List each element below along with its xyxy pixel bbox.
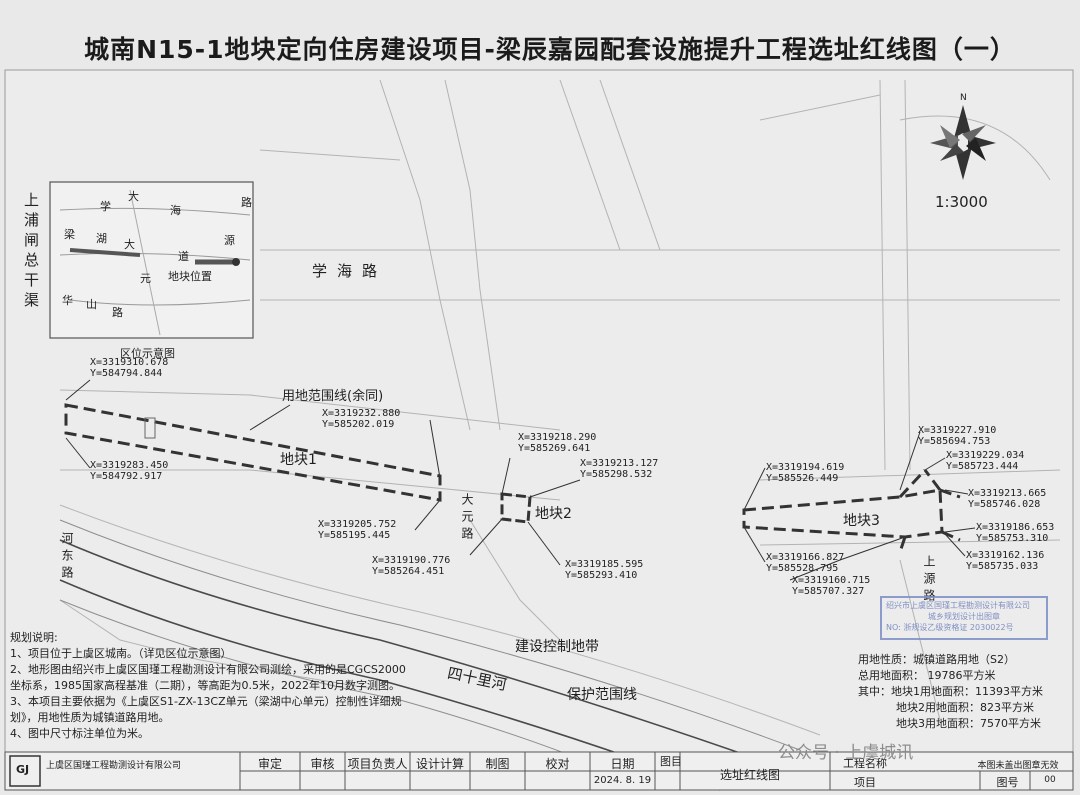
protection-line-label: 保护范围线 xyxy=(567,687,637,703)
north-label: N xyxy=(960,93,967,103)
tb-label-manager: 项目负责人 xyxy=(347,757,408,771)
inset-label: 梁 xyxy=(64,228,75,241)
control-zone-label: 建设控制地带 xyxy=(515,639,599,655)
inset-label: 源 xyxy=(224,234,235,247)
road-label-hedong: 河东路 xyxy=(60,532,74,583)
design-seal-stamp: 绍兴市上虞区国瑾工程勘测设计有限公司 城乡规划设计出图章 NO: 浙规设乙级资格… xyxy=(880,596,1048,640)
tb-label-review: 审核 xyxy=(310,757,335,771)
company-logo-icon xyxy=(9,755,41,787)
tb-drawing-name: 选址红线图 xyxy=(719,768,780,782)
north-arrow-icon xyxy=(930,105,996,180)
inset-label: 大 xyxy=(124,238,135,251)
scale-label: 1:3000 xyxy=(935,193,988,211)
inset-label: 华 xyxy=(62,294,73,307)
tb-sheet-no-value: 00 xyxy=(1044,775,1056,785)
tb-label-draw: 制图 xyxy=(485,757,510,771)
tb-label-date: 日期 xyxy=(610,757,635,771)
tb-label-item: 项目 xyxy=(854,776,876,789)
base-map xyxy=(59,79,1061,721)
boundary-line-label: 用地范围线(余同) xyxy=(282,389,384,404)
site-location-label: 地块位置 xyxy=(168,270,212,283)
tb-label-check: 校对 xyxy=(545,757,570,771)
wechat-watermark: 公众号 · 上虞城讯 xyxy=(778,743,914,763)
tb-seal-note: 本图未盖出图章无效 xyxy=(977,761,1059,771)
leader-lines xyxy=(65,379,976,581)
company-logo-text: GJ xyxy=(16,763,30,776)
tb-label-design: 设计计算 xyxy=(415,757,464,771)
inset-map xyxy=(49,181,254,339)
page-title: 城南N15-1地块定向住房建设项目-梁辰嘉园配套设施提升工程选址红线图（一） xyxy=(84,35,1016,64)
road-label-dayuan: 大元路 xyxy=(460,493,474,544)
inset-label: 路 xyxy=(112,306,123,319)
parcel-1-label: 地块1 xyxy=(280,452,317,468)
title-block xyxy=(4,751,1074,791)
inset-label: 海 xyxy=(170,204,181,217)
planning-notes: 规划说明: 1、项目位于上虞区城南。（详见区位示意图） 2、地形图由绍兴市上虞区… xyxy=(10,631,406,740)
company-name: 上虞区国瑾工程勘测设计有限公司 xyxy=(46,761,182,771)
road-label-xuehai: 学海路 xyxy=(312,262,388,280)
land-use-stats: 用地性质：城镇道路用地（S2） 总用地面积： 19786平方米 其中：地块1用地… xyxy=(858,653,1043,730)
parcel-1-hatch xyxy=(144,417,156,439)
inset-label: 路 xyxy=(241,196,252,209)
inset-label: 大 xyxy=(128,190,139,203)
inset-label: 山 xyxy=(86,298,97,311)
tb-date-value: 2024. 8. 19 xyxy=(593,775,652,786)
parcel-2-boundary xyxy=(500,492,532,524)
inset-label: 湖 xyxy=(96,232,107,245)
parcel-3-label: 地块3 xyxy=(843,513,880,529)
parcel-2-label: 地块2 xyxy=(535,506,572,522)
road-label-shangyuan: 上源路 xyxy=(922,555,936,606)
canal-label: 上浦闸总干渠 xyxy=(22,192,40,312)
inset-caption: 区位示意图 xyxy=(120,347,175,360)
tb-label-sheet-no: 图号 xyxy=(996,776,1019,789)
tb-label-project-name: 工程名称 xyxy=(843,757,887,770)
tb-label-approve: 审定 xyxy=(257,757,282,771)
inset-label: 元 xyxy=(140,272,151,285)
tb-label-drawing: 图目 xyxy=(660,755,682,768)
inset-label: 学 xyxy=(100,200,111,213)
inset-label: 道 xyxy=(178,250,189,263)
